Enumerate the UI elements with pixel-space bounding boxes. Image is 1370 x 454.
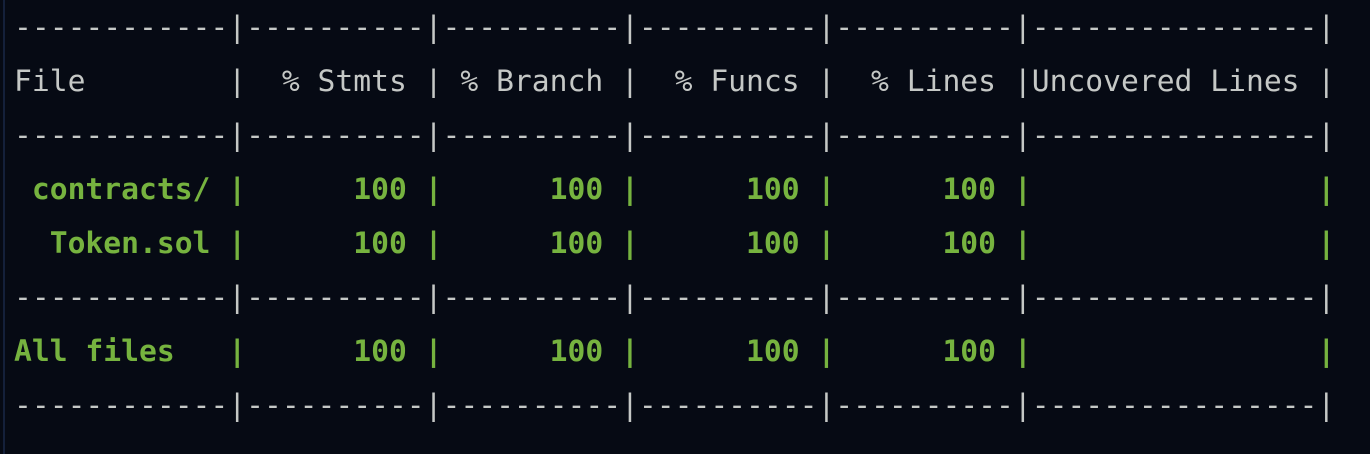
table-header-row: File | % Stmts | % Branch | % Funcs | % … bbox=[14, 63, 1336, 98]
table-separator-top: ------------|----------|----------|-----… bbox=[14, 9, 1336, 44]
coverage-table: ------------|----------|----------|-----… bbox=[14, 0, 1354, 432]
table-separator-total: ------------|----------|----------|-----… bbox=[14, 279, 1336, 314]
table-row-all-files: All files | 100 | 100 | 100 | 100 | | bbox=[14, 333, 1336, 368]
table-row: contracts/ | 100 | 100 | 100 | 100 | | bbox=[14, 171, 1336, 206]
table-row: Token.sol | 100 | 100 | 100 | 100 | | bbox=[14, 225, 1336, 260]
terminal-left-edge-accent bbox=[3, 0, 5, 454]
table-separator-header: ------------|----------|----------|-----… bbox=[14, 117, 1336, 152]
table-separator-bottom: ------------|----------|----------|-----… bbox=[14, 387, 1336, 422]
